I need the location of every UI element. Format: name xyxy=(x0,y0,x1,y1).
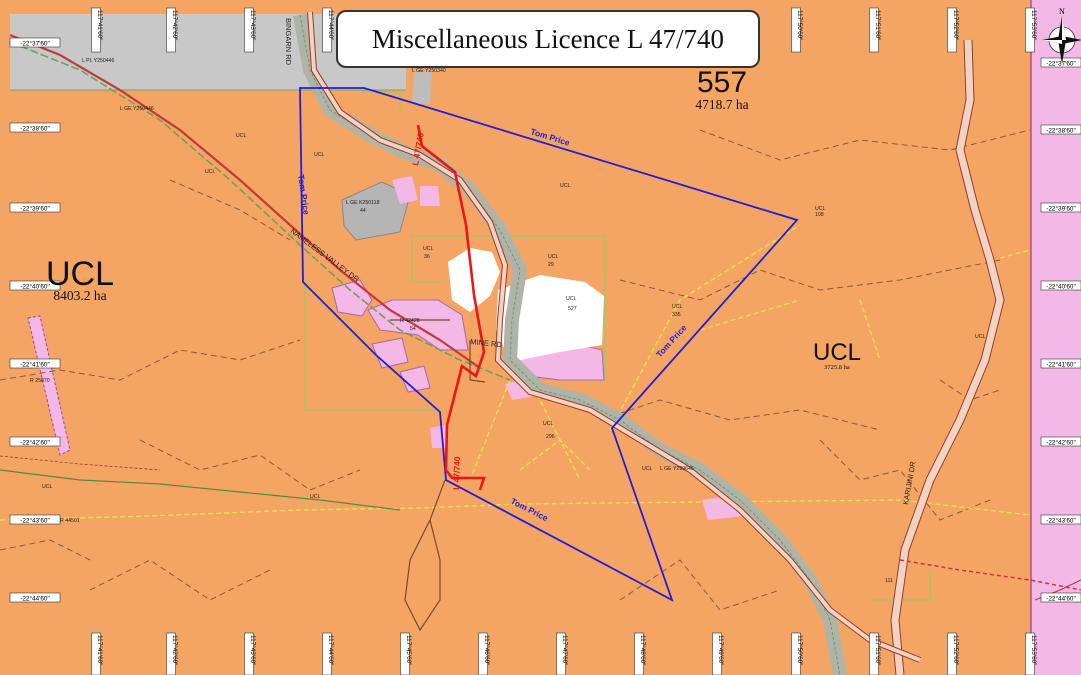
secondary-roads xyxy=(390,319,486,632)
svg-text:UCL: UCL xyxy=(560,183,570,189)
ucl-right-hectares: 3725.8 ha xyxy=(824,364,850,371)
svg-text:R 44501: R 44501 xyxy=(60,518,80,524)
svg-text:117°49'60": 117°49'60" xyxy=(717,635,725,665)
latitude-ticks-left: -22°37'60" -22°38'60" -22°39'60" -22°40'… xyxy=(9,37,61,603)
lat-tick-label: -22°42'60" xyxy=(20,439,50,447)
lat-tick-label: -22°41'60" xyxy=(20,361,50,369)
svg-text:-22°41'60": -22°41'60" xyxy=(1046,361,1076,369)
svg-text:L GE K250118: L GE K250118 xyxy=(346,200,380,206)
svg-text:UCL: UCL xyxy=(975,334,985,340)
lat-tick-label: -22°43'60" xyxy=(20,517,50,525)
svg-text:UCL: UCL xyxy=(543,421,553,427)
latitude-ticks-right: -22°37'60" -22°38'60" -22°39'60" -22°40'… xyxy=(1040,57,1081,603)
svg-text:UCL: UCL xyxy=(642,466,652,472)
svg-text:117°45'60": 117°45'60" xyxy=(405,635,413,665)
svg-text:L GE Y250446: L GE Y250446 xyxy=(120,106,154,112)
mine-pit-white xyxy=(496,275,604,362)
svg-text:117°46'60": 117°46'60" xyxy=(483,635,491,665)
lat-tick-label: -22°44'60" xyxy=(20,595,50,603)
svg-text:-22°39'60": -22°39'60" xyxy=(1046,205,1076,213)
svg-text:527: 527 xyxy=(568,306,577,312)
svg-text:R 42428: R 42428 xyxy=(400,318,420,324)
svg-text:117°50'60": 117°50'60" xyxy=(796,10,804,40)
svg-text:117°47'60": 117°47'60" xyxy=(561,635,569,665)
svg-text:335: 335 xyxy=(672,312,681,318)
svg-text:-22°37'60": -22°37'60" xyxy=(1046,60,1076,68)
svg-text:117°44'60": 117°44'60" xyxy=(327,635,335,665)
ucl-left-label: UCL xyxy=(46,255,114,293)
svg-text:UCL: UCL xyxy=(672,304,682,310)
svg-text:117°53'60": 117°53'60" xyxy=(1030,635,1038,665)
nameless-valley-drive xyxy=(9,33,481,369)
longitude-ticks-top: 117°41'60" 117°42'60" 117°43'60" 117°44'… xyxy=(91,7,1038,53)
svg-text:108: 108 xyxy=(815,212,824,218)
small-parcel-labels: UCL UCL UCL UCL UCL UCL UCL UCL UCL UCL … xyxy=(30,58,985,584)
pink-reserve-right xyxy=(1031,0,1081,675)
ucl-left-hectares: 8403.2 ha xyxy=(53,288,106,303)
svg-text:111: 111 xyxy=(885,578,893,584)
svg-text:-22°44'60": -22°44'60" xyxy=(1046,595,1076,603)
svg-text:296: 296 xyxy=(546,434,555,440)
svg-text:-22°43'60": -22°43'60" xyxy=(1046,517,1076,525)
svg-text:L GE Y250340: L GE Y250340 xyxy=(412,68,446,74)
north-arrow-icon: N xyxy=(1042,7,1081,64)
svg-text:-22°38'60": -22°38'60" xyxy=(1046,127,1076,135)
svg-text:UCL: UCL xyxy=(205,169,215,175)
svg-text:29: 29 xyxy=(548,262,554,268)
bingarn-road-label: BINGARN RD xyxy=(284,18,293,66)
svg-text:L PL Y250446: L PL Y250446 xyxy=(82,58,115,64)
mine-road-label: MINE RD xyxy=(470,337,503,349)
svg-text:117°44'60": 117°44'60" xyxy=(327,10,335,40)
svg-text:117°53'60": 117°53'60" xyxy=(1030,10,1038,40)
svg-text:UCL: UCL xyxy=(815,206,825,212)
lat-tick-label: -22°38'60" xyxy=(20,125,50,133)
svg-text:117°48'60": 117°48'60" xyxy=(639,635,647,665)
green-boundaries xyxy=(304,91,931,601)
svg-text:117°42'60": 117°42'60" xyxy=(171,635,179,665)
svg-text:117°52'60": 117°52'60" xyxy=(952,10,960,40)
svg-text:117°50'60": 117°50'60" xyxy=(796,635,804,665)
svg-text:R 25870: R 25870 xyxy=(30,378,50,384)
svg-text:117°43'60": 117°43'60" xyxy=(249,635,257,665)
tenement-boundary-tom-price xyxy=(299,87,799,602)
longitude-ticks-bottom: 117°41'60" 117°42'60" 117°43'60" 117°44'… xyxy=(91,632,1038,675)
pink-reserve-left-strip xyxy=(27,315,71,456)
ucl-right-label: UCL xyxy=(813,339,861,366)
svg-text:-22°40'60": -22°40'60" xyxy=(1046,283,1076,291)
svg-text:117°52'60": 117°52'60" xyxy=(952,635,960,665)
svg-text:UCL: UCL xyxy=(236,133,246,139)
lat-tick-label: -22°39'60" xyxy=(20,205,50,213)
svg-text:117°51'60": 117°51'60" xyxy=(874,10,882,40)
svg-text:UCL: UCL xyxy=(314,152,324,158)
licence-label-bottom: L 47/740 xyxy=(451,456,462,490)
grey-lease-k250118 xyxy=(341,181,411,241)
svg-text:117°43'60": 117°43'60" xyxy=(249,10,257,40)
svg-text:117°41'60": 117°41'60" xyxy=(96,635,104,665)
svg-text:44: 44 xyxy=(360,208,366,214)
svg-text:117°51'60": 117°51'60" xyxy=(874,635,882,665)
svg-text:117°42'60": 117°42'60" xyxy=(171,10,179,40)
dashed-tracks xyxy=(0,129,1031,611)
svg-text:UCL: UCL xyxy=(423,246,433,252)
svg-text:UCL: UCL xyxy=(548,254,558,260)
lat-tick-label: -22°37'60" xyxy=(20,40,50,48)
svg-text:-22°42'60": -22°42'60" xyxy=(1046,439,1076,447)
svg-text:UCL: UCL xyxy=(566,296,576,302)
lat-tick-label: -22°40'60" xyxy=(20,283,50,291)
svg-text:UCL: UCL xyxy=(310,494,320,500)
svg-text:UCL: UCL xyxy=(42,484,52,490)
map-title: Miscellaneous Licence L 47/740 xyxy=(336,10,760,68)
svg-text:36: 36 xyxy=(424,254,430,260)
railway-line xyxy=(9,41,511,381)
svg-text:L GE Y299646: L GE Y299646 xyxy=(660,466,694,472)
area-557-label: 557 xyxy=(697,66,747,99)
svg-text:117°41'60": 117°41'60" xyxy=(96,10,104,40)
north-label: N xyxy=(1059,7,1065,16)
svg-text:54: 54 xyxy=(410,326,416,332)
licence-route xyxy=(416,124,486,491)
area-557-hectares: 4718.7 ha xyxy=(695,97,748,112)
